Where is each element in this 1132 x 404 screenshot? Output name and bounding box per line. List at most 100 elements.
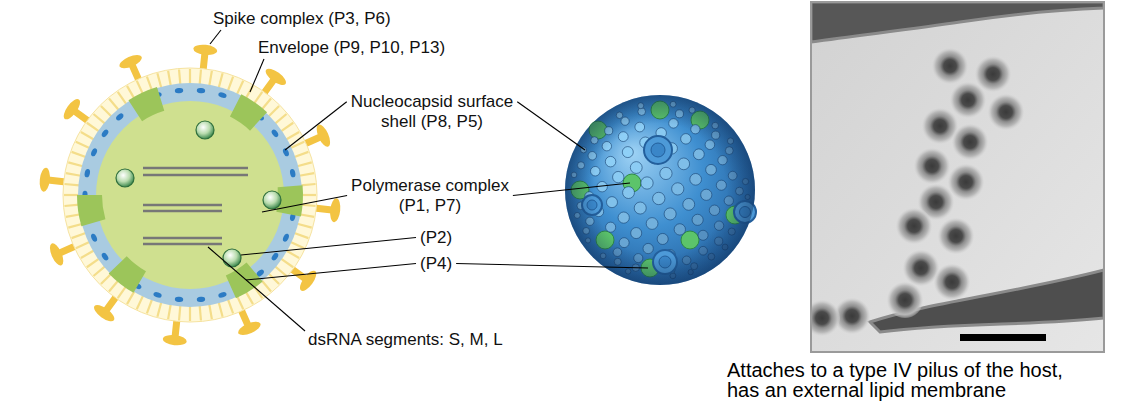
envelope-stripe (254, 92, 263, 104)
shell-dot (197, 88, 206, 94)
envelope-stripe (109, 98, 119, 109)
sphere-shade (565, 95, 755, 285)
shell-dot (100, 128, 109, 138)
shell-dot (115, 112, 125, 121)
host-cell (870, 270, 1104, 332)
callout-label: Spike complex (P3, P6) (213, 9, 391, 29)
shell-dot (175, 88, 184, 94)
shell-dot (100, 252, 109, 262)
dsrna-line (143, 167, 248, 169)
envelope-stripe (168, 304, 171, 319)
virion (932, 48, 968, 84)
dsrna-group (143, 168, 248, 244)
envelope-stripe (179, 69, 180, 84)
spike-cap (329, 198, 341, 223)
leader-lines (208, 30, 648, 331)
callout-label: Polymerase complex (P1, P7) (341, 176, 519, 216)
spike-cap (236, 319, 262, 338)
envelope-stripe (101, 106, 112, 117)
p2-group (116, 121, 281, 267)
leader-line (241, 238, 416, 256)
virion-schematic (39, 44, 342, 347)
envelope-stripe (93, 266, 104, 276)
envelope-stripe (200, 69, 201, 84)
envelope-stripe (294, 233, 308, 238)
spike-cap (47, 241, 66, 267)
spike-cap (61, 97, 83, 122)
shell-dots (82, 88, 297, 303)
nucleocapsid-shell (78, 83, 302, 307)
shell-dot (218, 91, 228, 99)
shell-dot (270, 252, 279, 262)
spike-group (39, 44, 342, 347)
envelope-stripe (101, 273, 112, 284)
envelope-stripe (301, 194, 316, 196)
envelope-stripe (109, 280, 119, 291)
virion (975, 56, 1011, 92)
virion (938, 218, 974, 254)
envelope-stripe (87, 123, 99, 132)
leader-line (285, 102, 347, 150)
virion (887, 282, 923, 318)
figure-caption: Attaches to a type IV pilus of the host,… (727, 360, 1082, 400)
envelope-stripe (87, 259, 99, 268)
envelope-stripe (209, 304, 212, 319)
envelope-stripe (209, 71, 212, 86)
spike-cap (314, 123, 333, 149)
virion (950, 82, 986, 118)
envelope-stripe (127, 291, 135, 304)
envelope-stripe (294, 152, 308, 157)
spike-cap (39, 167, 51, 192)
envelope-stripe (147, 77, 152, 91)
envelope-stripe (118, 92, 127, 104)
dsrna-line (143, 204, 222, 206)
envelope-stripe (200, 306, 201, 321)
callout-label: (P2) (420, 228, 452, 248)
shell-dot (289, 169, 296, 178)
envelope-stripe (299, 173, 314, 176)
callout-label: Envelope (P9, P10, P13) (258, 38, 445, 58)
nucleocapsid-render (565, 95, 756, 285)
envelope-stripe (286, 132, 299, 140)
leader-line (210, 30, 221, 44)
envelope-stripe (291, 242, 305, 248)
shell-dot (218, 291, 228, 299)
envelope-stripe (179, 306, 180, 321)
envelope-stripe (281, 259, 293, 268)
envelope-stripe (261, 98, 271, 109)
shell-dot (270, 128, 279, 138)
leader-line (517, 102, 585, 150)
envelope-stripe (64, 184, 79, 185)
shell-dot (90, 233, 98, 243)
photo-content (811, 2, 1104, 341)
sphere-base (565, 95, 755, 285)
envelope-stripe (157, 73, 161, 87)
callout-label: (P4) (420, 254, 452, 274)
envelope-stripe (299, 214, 314, 217)
envelope-stripe (76, 142, 90, 148)
envelope-stripe (68, 162, 82, 166)
leader-line (262, 196, 347, 213)
spike-cap (162, 334, 187, 346)
dsrna-line (143, 210, 222, 212)
virion (988, 94, 1024, 130)
envelope-stripe (189, 306, 191, 321)
envelope-stripe (76, 242, 90, 248)
envelope-stripe (93, 114, 104, 124)
spike-cap (118, 52, 144, 71)
p4-group (77, 87, 303, 298)
virion (896, 208, 932, 244)
p2-sphere (196, 121, 214, 139)
envelope-stripe (275, 266, 286, 276)
callout-label: Nucleocapsid surface shell (P8, P5) (341, 92, 523, 132)
micrograph (804, 2, 1104, 352)
leader-line (456, 264, 648, 269)
envelope-stripe (228, 77, 233, 91)
scale-bar (960, 334, 1046, 341)
envelope-stripe (286, 251, 299, 259)
envelope-stripe (157, 302, 161, 316)
dsrna-line (143, 237, 222, 239)
envelope-stripe (66, 214, 81, 217)
